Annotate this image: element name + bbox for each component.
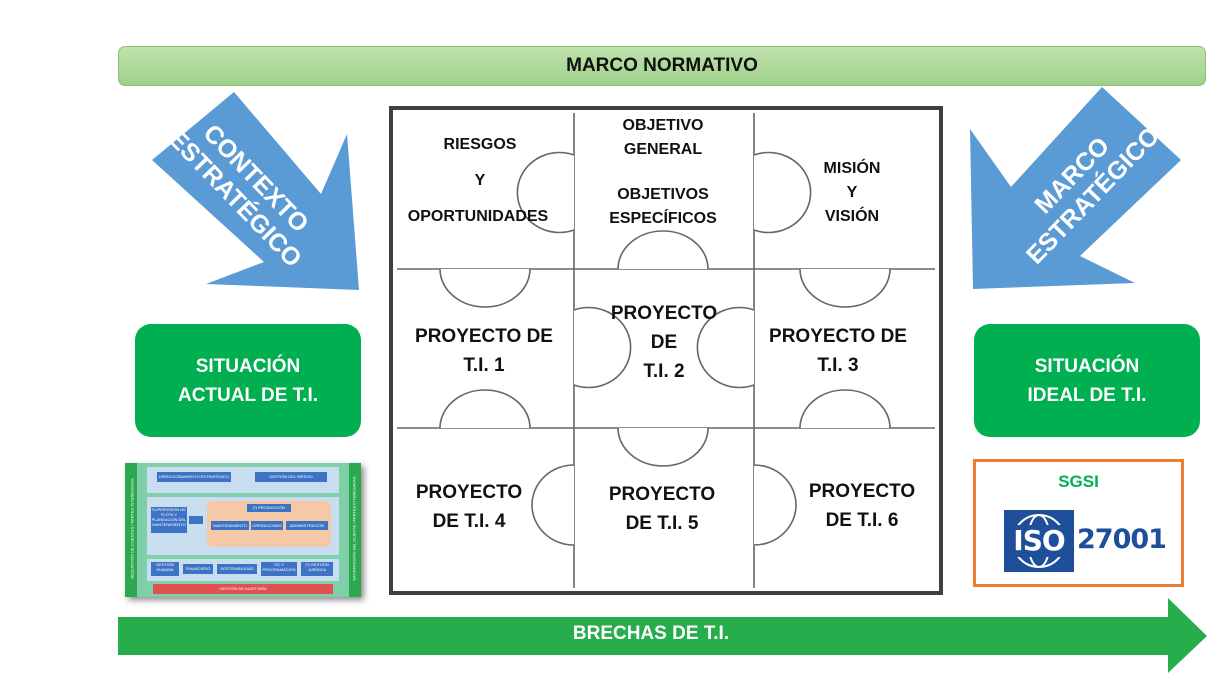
puzzle-proyecto-4: PROYECTO DE T.I. 4 — [383, 478, 555, 536]
p5-line1: PROYECTO — [608, 484, 716, 505]
thumb-administracion: ADMINISTRACIÓN — [286, 521, 328, 530]
thumb-auditoria: GESTIÓN DE AUDITORÍA — [153, 584, 333, 594]
p6-line1: PROYECTO — [808, 481, 916, 502]
puzzle-objetivos: OBJETIVO GENERAL OBJETIVOS ESPECÍFICOS — [583, 114, 743, 231]
puzzle-proyecto-2: PROYECTO DE T.I. 2 — [578, 299, 750, 386]
riesgos-line3: OPORTUNIDADES — [407, 208, 549, 225]
thumb-left-label: REQUISITOS DE CLIENTES / PARTES INTERESA… — [129, 478, 135, 579]
objetivos-line3: OBJETIVOS — [617, 186, 709, 203]
p2-line3: T.I. 2 — [643, 361, 685, 382]
contexto-estrategico-arrow: CONTEXTO ESTRATÉGICO — [150, 90, 365, 300]
p1-line2: T.I. 1 — [463, 355, 505, 376]
p4-line1: PROYECTO — [415, 482, 523, 503]
thumb-riesgo: GESTIÓN DEL RIESGO — [255, 472, 327, 482]
thumb-operaciones: OPERACIONES — [251, 521, 283, 530]
p2-line1: PROYECTO — [610, 303, 718, 324]
thumb-produccion: (*) PRODUCCIÓN — [247, 504, 291, 512]
puzzle-mision: MISIÓN Y VISIÓN — [772, 157, 932, 229]
p1-line1: PROYECTO DE — [415, 326, 553, 347]
sgsi-title: SGSI — [1058, 472, 1099, 491]
riesgos-line2: Y — [474, 172, 486, 189]
sgsi-box: SGSI ISO 27001 — [973, 459, 1184, 587]
thumb-mid-arrow — [189, 516, 203, 524]
mision-line2: Y — [846, 184, 858, 201]
thumb-tic: TIC Y PROGRAMACIÓN — [261, 562, 297, 576]
objetivos-line1: OBJETIVO — [622, 117, 704, 134]
marco-normativo-banner: MARCO NORMATIVO — [118, 46, 1206, 86]
p3-line1: PROYECTO DE — [769, 326, 907, 347]
process-map-thumbnail: REQUISITOS DE CLIENTES / PARTES INTERESA… — [125, 463, 361, 597]
puzzle-riesgos: RIESGOS Y OPORTUNIDADES — [400, 133, 560, 229]
situacion-ideal-box: SITUACIÓN IDEAL DE T.I. — [974, 324, 1200, 437]
puzzle-proyecto-5: PROYECTO DE T.I. 5 — [576, 480, 748, 538]
p2-line2: DE — [650, 332, 678, 353]
p5-line2: DE T.I. 5 — [625, 513, 699, 534]
puzzle-proyecto-6: PROYECTO DE T.I. 6 — [776, 477, 948, 535]
thumb-mantenimiento: MANTENIMIENTO — [211, 521, 249, 530]
p6-line2: DE T.I. 6 — [825, 510, 899, 531]
thumb-sostenibilidad: SOSTENIBILIDAD — [217, 564, 257, 574]
puzzle-proyecto-3: PROYECTO DE T.I. 3 — [752, 322, 924, 380]
brechas-arrow: BRECHAS DE T.I. — [118, 598, 1208, 674]
riesgos-line1: RIESGOS — [443, 136, 517, 153]
brechas-label: BRECHAS DE T.I. — [572, 623, 730, 644]
iso-logo-block: ISO — [1004, 510, 1074, 572]
thumb-right-label: SATISFACCIÓN DEL CLIENTE / PARTES INTERE… — [351, 476, 357, 581]
objetivos-line4: ESPECÍFICOS — [609, 210, 717, 227]
marco-normativo-label: MARCO NORMATIVO — [566, 55, 758, 76]
iso-number: 27001 — [1077, 524, 1167, 555]
riesgos-spacer2 — [400, 193, 560, 205]
mision-line3: VISIÓN — [824, 208, 880, 225]
iso-text: ISO — [1004, 525, 1074, 557]
thumb-supervision: SUPERVISIÓN DE FLOTA Y PLANEACIÓN DEL MA… — [151, 507, 187, 533]
p3-line2: T.I. 3 — [817, 355, 859, 376]
thumb-right-band — [349, 463, 361, 597]
thumb-juridica: (*) GESTIÓN JURÍDICA — [301, 562, 333, 576]
situacion-actual-box: SITUACIÓN ACTUAL DE T.I. — [135, 324, 361, 437]
mision-line1: MISIÓN — [823, 160, 881, 177]
thumb-left-band — [125, 463, 137, 597]
thumb-direccionamiento: DIRECCIONAMIENTO ESTRATÉGICO — [157, 472, 231, 482]
situacion-ideal-line1: SITUACIÓN — [1034, 355, 1140, 377]
thumb-financiero: FINANCIERO — [183, 564, 213, 574]
p4-line2: DE T.I. 4 — [432, 511, 506, 532]
situacion-actual-line1: SITUACIÓN — [195, 355, 301, 377]
puzzle-proyecto-1: PROYECTO DE T.I. 1 — [398, 322, 570, 380]
thumb-gestion-humana: GESTIÓN HUMANA — [151, 562, 179, 576]
situacion-actual-line2: ACTUAL DE T.I. — [177, 384, 319, 406]
objetivos-spacer — [583, 162, 743, 183]
objetivos-line2: GENERAL — [623, 141, 703, 158]
situacion-ideal-line2: IDEAL DE T.I. — [1027, 384, 1147, 406]
marco-estrategico-arrow: MARCO ESTRATÉGICO — [968, 85, 1183, 295]
